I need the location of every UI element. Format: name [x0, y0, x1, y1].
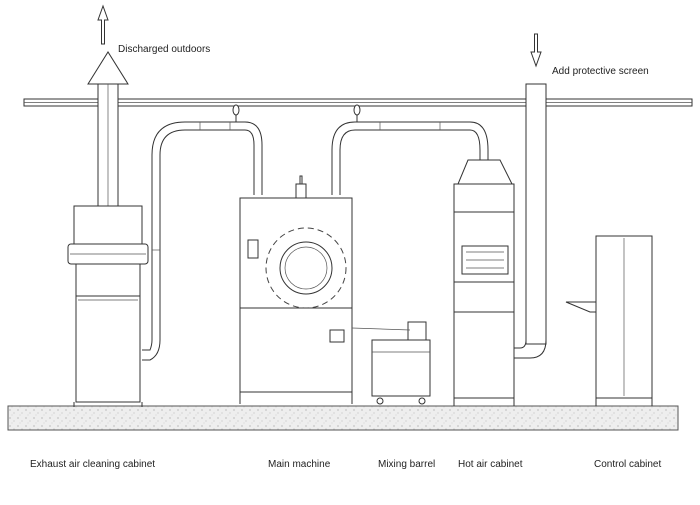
exhaust-duct [142, 121, 263, 361]
ground-slab [7, 405, 679, 431]
hot-air-duct [331, 121, 489, 195]
discharge-arrow-icon [97, 4, 109, 45]
exhaust-chimney [87, 51, 129, 209]
control-cabinet [565, 235, 653, 406]
annotation-discharged-outdoors: Discharged outdoors [118, 44, 210, 55]
hanger-left [232, 104, 240, 122]
label-exhaust-air-cleaning-cabinet: Exhaust air cleaning cabinet [30, 459, 155, 470]
intake-pipe [514, 83, 547, 359]
annotation-add-protective-screen: Add protective screen [552, 66, 649, 77]
mixing-barrel [351, 321, 431, 405]
label-main-machine: Main machine [268, 459, 331, 470]
hanger-right [353, 104, 361, 122]
label-mixing-barrel: Mixing barrel [378, 459, 435, 470]
intake-arrow-icon [530, 33, 542, 68]
label-hot-air-cabinet: Hot air cabinet [458, 459, 523, 470]
main-machine [239, 175, 353, 404]
hot-air-cabinet [453, 159, 515, 406]
label-control-cabinet: Control cabinet [594, 459, 661, 470]
exhaust-cabinet [67, 205, 149, 407]
